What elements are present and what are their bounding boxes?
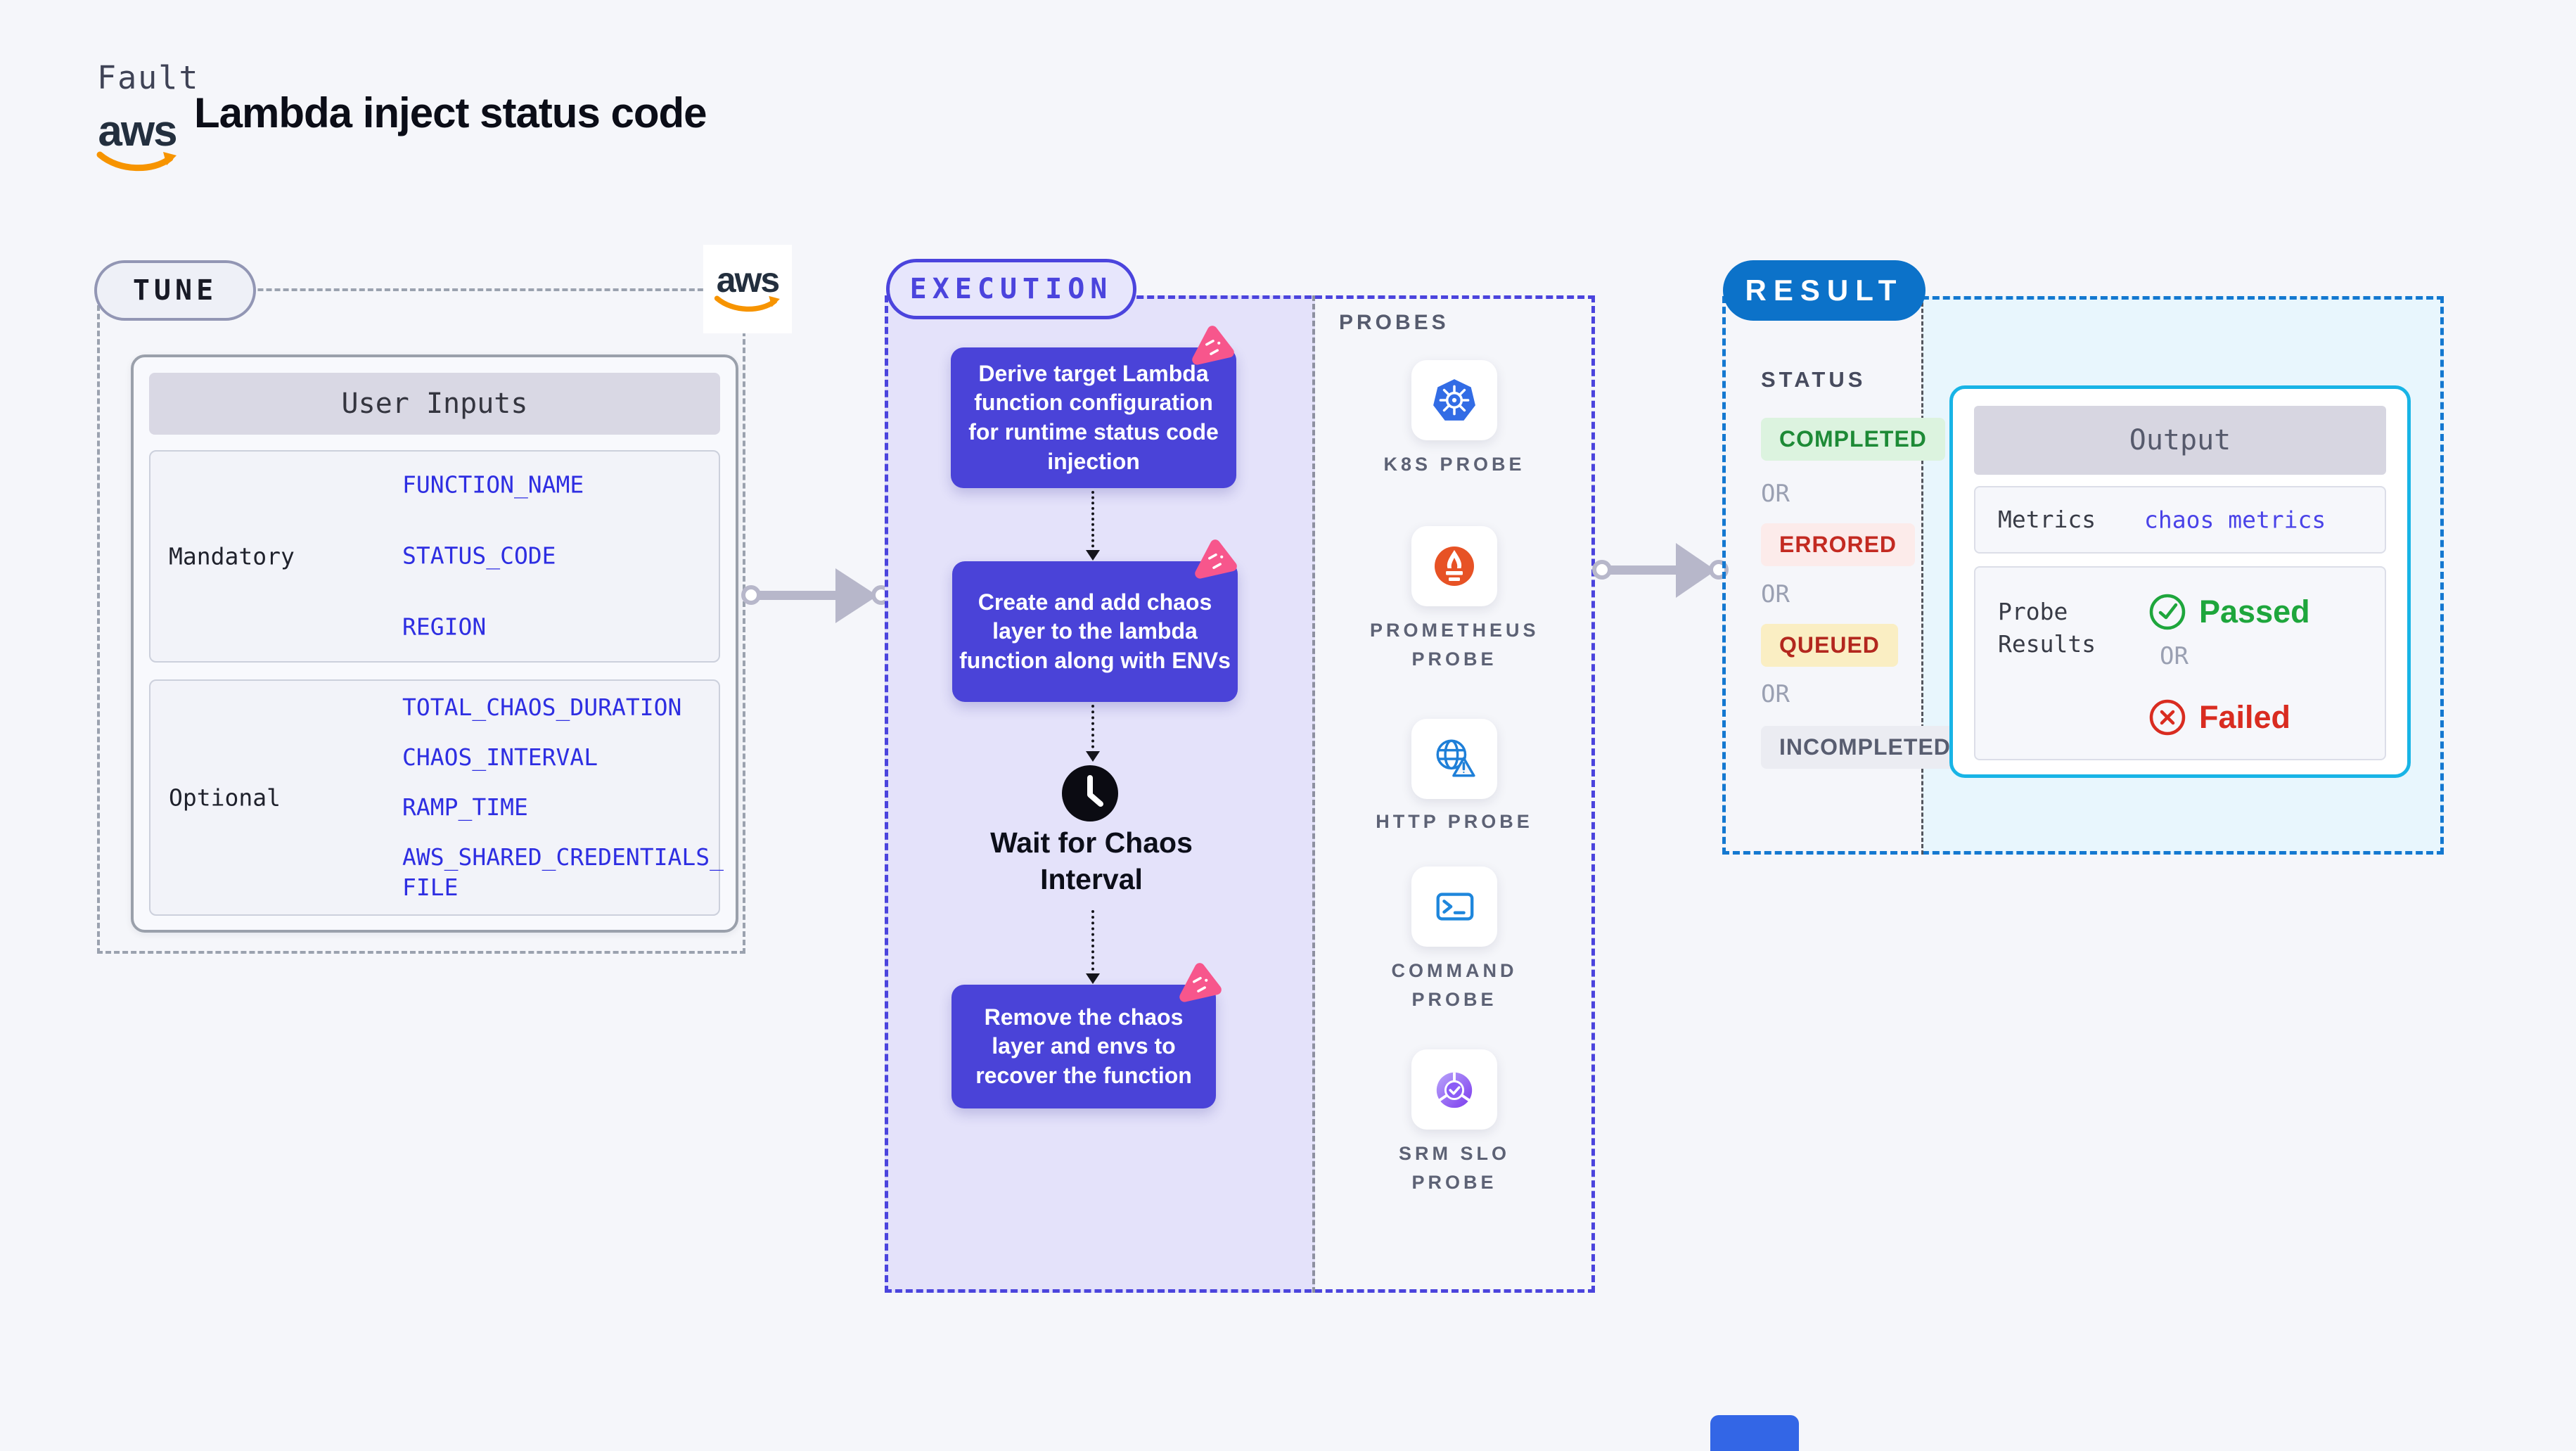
output-card: Output Metrics chaos metrics Probe Resul… [1949,385,2411,778]
wait-for-chaos-interval-label: Wait for Chaos Interval [990,826,1193,896]
check-circle-icon [2149,594,2186,630]
mandatory-label: Mandatory [169,542,295,570]
tune-aws-corner-logo: aws [703,245,792,333]
failed-label: Failed [2199,699,2291,735]
env-var: FUNCTION_NAME [402,471,584,499]
probe-label-srm-slo: SRM SLO PROBE [1398,1143,1510,1193]
passed-label: Passed [2199,594,2310,629]
step-text: Remove the chaos layer and envs to recov… [975,1004,1192,1088]
clock-icon [1062,765,1118,822]
probe-card-http [1411,719,1497,799]
probe-card-command [1411,867,1497,947]
env-var: REGION [402,613,487,641]
mandatory-values: FUNCTION_NAME STATUS_CODE REGION [402,471,729,643]
or-label: OR [1761,480,1790,508]
env-var: AWS_SHARED_CREDENTIALS_FILE [402,843,724,901]
probe-results-row: Probe Results Passed OR Failed [1974,566,2386,760]
aws-logo: aws [91,110,183,179]
env-var: STATUS_CODE [402,542,556,570]
connector-arrowhead [1086,751,1100,762]
probe-card-srm-slo [1411,1049,1497,1130]
chaos-marker-icon [1179,963,1222,1002]
or-label: OR [1761,680,1790,708]
aws-smile-icon [96,151,177,172]
metrics-label: Metrics [1998,505,2096,533]
optional-values: TOTAL_CHAOS_DURATION CHAOS_INTERVAL RAMP… [402,693,729,902]
flow-arrow-execution-to-result [1592,543,1729,598]
probe-label-command: COMMAND PROBE [1391,960,1518,1010]
optional-inputs-row: Optional TOTAL_CHAOS_DURATION CHAOS_INTE… [149,679,724,916]
env-var: CHAOS_INTERVAL [402,743,598,771]
chaos-marker-icon [1195,539,1237,579]
slo-gauge-check-icon [1436,1072,1473,1108]
terminal-icon [1436,893,1474,921]
connector-step2-wait [1091,705,1094,754]
probe-label-k8s: K8S PROBE [1383,454,1525,475]
passed-verdict: Passed [2148,593,2310,631]
step-remove-chaos-layer: Remove the chaos layer and envs to recov… [951,985,1216,1108]
user-inputs-title: User Inputs [149,373,720,435]
aws-wordmark: aws [716,260,781,300]
step-text: Derive target Lambda function configurat… [968,360,1219,474]
metrics-row: Metrics chaos metrics [1974,486,2386,554]
output-title: Output [1974,406,2386,475]
or-label: OR [1761,580,1790,608]
execution-section-frame [885,295,1595,1293]
tune-section-badge: TUNE [94,260,256,321]
result-section-frame [1722,296,2444,855]
env-var: RAMP_TIME [402,793,528,821]
http-globe-warning-icon [1436,739,1475,777]
user-inputs-card: User Inputs Mandatory FUNCTION_NAME STAT… [131,354,738,933]
env-var: TOTAL_CHAOS_DURATION [402,693,682,721]
connector-arrowhead [1086,550,1100,561]
prometheus-icon [1435,546,1474,586]
execution-section-badge: EXECUTION [886,259,1136,319]
connector-arrowhead [1086,973,1100,984]
status-badge-queued: QUEUED [1761,624,1898,667]
chaos-marker-icon [1192,326,1234,365]
probe-label-http: HTTP PROBE [1376,811,1533,832]
aws-smile-icon [714,295,780,312]
fault-eyebrow-label: Fault [97,59,200,96]
step-add-chaos-layer: Create and add chaos layer to the lambda… [952,561,1238,702]
result-divider-line [1921,296,1923,855]
flow-arrow-tune-to-execution [741,568,891,623]
status-badge-incompleted: INCOMPLETED [1761,726,1969,769]
result-section-badge: RESULT [1723,260,1925,321]
metrics-value: chaos metrics [2144,506,2326,534]
tune-section-frame [97,288,745,954]
status-badge-completed: COMPLETED [1761,418,1945,461]
probes-title: PROBES [1339,311,1449,334]
x-circle-icon [2149,699,2186,736]
status-title: STATUS [1761,367,1866,392]
connector-step1-step2 [1091,491,1094,553]
probe-results-label: Probe Results [1998,598,2096,658]
kubernetes-icon [1433,379,1475,421]
status-badge-errored: ERRORED [1761,523,1916,566]
step-derive-configuration: Derive target Lambda function configurat… [951,347,1236,488]
aws-wordmark: aws [98,107,177,155]
step-text: Create and add chaos layer to the lambda… [959,589,1231,673]
page-title: Lambda inject status code [194,89,707,136]
mandatory-inputs-row: Mandatory FUNCTION_NAME STATUS_CODE REGI… [149,450,720,663]
optional-label: Optional [169,784,281,812]
probe-label-prometheus: PROMETHEUS PROBE [1370,620,1539,670]
or-label: OR [2160,642,2189,670]
partial-blue-element [1710,1415,1799,1451]
failed-verdict: Failed [2148,698,2290,736]
probe-card-k8s [1411,360,1497,440]
probes-divider-line [1312,295,1315,1293]
probe-card-prometheus [1411,526,1497,606]
connector-wait-step3 [1091,910,1094,976]
